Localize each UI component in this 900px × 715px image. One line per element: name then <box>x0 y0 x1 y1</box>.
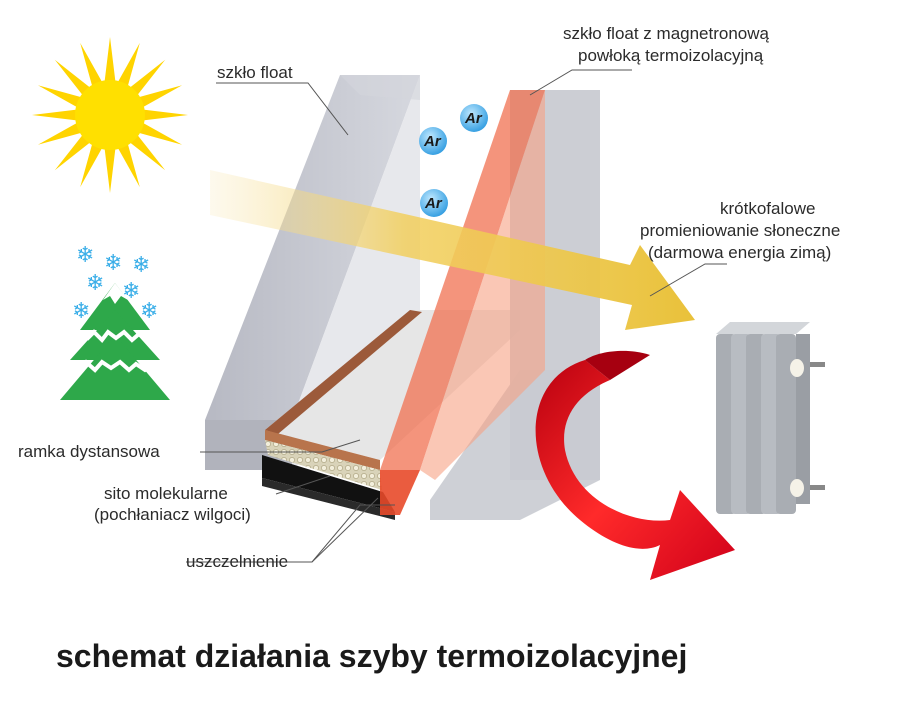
sieve-label-line2: (pochłaniacz wilgoci) <box>94 505 251 524</box>
sieve-label-line1: sito molekularne <box>104 484 228 503</box>
snowflake-icon: ❄ <box>104 251 122 276</box>
sun-icon <box>32 37 188 193</box>
spacer-frame-label: ramka dystansowa <box>18 442 160 461</box>
sealing-label: uszczelnienie <box>186 552 288 571</box>
svg-text:Ar: Ar <box>424 195 443 212</box>
snowflake-icon: ❄ <box>132 253 150 278</box>
radiation-label-line2: promieniowanie słoneczne <box>640 221 840 240</box>
coated-glass-label-line1: szkło float z magnetronową <box>563 24 770 43</box>
snowflake-icon: ❄ <box>76 243 94 268</box>
argon-molecule: Ar <box>460 104 488 132</box>
coated-glass-label-line2: powłoką termoizolacyjną <box>578 46 764 65</box>
heat-reflection-arrow <box>536 351 735 580</box>
svg-text:Ar: Ar <box>423 133 442 150</box>
radiator-icon <box>716 322 825 514</box>
snowflake-icon: ❄ <box>140 299 158 324</box>
radiation-label-line1: krótkofalowe <box>720 199 815 218</box>
outer-glass-label: szkło float <box>217 63 293 82</box>
argon-molecule: Ar <box>419 127 447 155</box>
svg-text:Ar: Ar <box>464 110 483 127</box>
snowflake-icon: ❄ <box>86 271 104 296</box>
diagram-title: schemat działania szyby termoizolacyjnej <box>56 638 687 674</box>
radiation-label-line3: (darmowa energia zimą) <box>648 243 831 262</box>
argon-molecule: Ar <box>420 189 448 217</box>
